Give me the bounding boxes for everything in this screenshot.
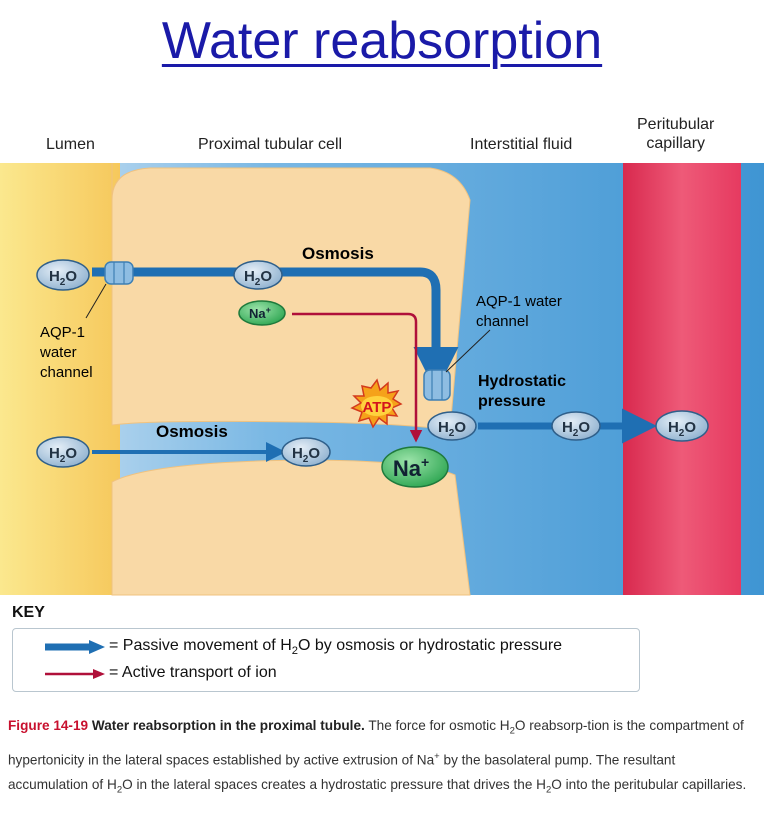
caption-heading: Water reabsorption in the proximal tubul… bbox=[91, 718, 365, 733]
svg-text:Na+: Na+ bbox=[249, 305, 271, 321]
reabsorption-diagram: ATP H2O H2O Na+ H2O H2O H2O bbox=[0, 163, 764, 596]
h2o-molecule-interstitial: H2O bbox=[551, 411, 601, 441]
passive-key-text: = Passive movement of H2O by osmosis or … bbox=[109, 637, 563, 658]
svg-text:H2O: H2O bbox=[292, 445, 320, 465]
aqp-left-leader bbox=[85, 283, 107, 319]
aqp-left-label-line3: channel bbox=[40, 364, 93, 381]
active-key-text: = Active transport of ion bbox=[109, 664, 277, 681]
svg-text:H2O: H2O bbox=[49, 445, 77, 465]
column-header-lumen: Lumen bbox=[46, 136, 95, 153]
figure-caption: Figure 14-19 Water reabsorption in the p… bbox=[8, 718, 747, 796]
aqp-right-label-line1: AQP-1 water bbox=[476, 293, 562, 310]
atp-icon: ATP bbox=[350, 378, 403, 429]
h2o-molecule-lumen-bottom: H2O bbox=[36, 436, 90, 468]
osmosis-top-label: Osmosis bbox=[302, 244, 374, 263]
key-box: = Passive movement of H2O by osmosis or … bbox=[12, 628, 640, 692]
svg-text:H2O: H2O bbox=[668, 419, 696, 439]
column-header-interstitial: Interstitial fluid bbox=[470, 136, 573, 153]
active-arrow-key-icon bbox=[45, 669, 105, 679]
h2o-molecule-cell-top: H2O bbox=[233, 260, 283, 290]
h2o-molecule-cell-bottom: H2O bbox=[281, 437, 331, 467]
hydrostatic-label-line1: Hydrostatic bbox=[478, 373, 566, 390]
column-header-cell: Proximal tubular cell bbox=[198, 136, 343, 153]
lumen-region bbox=[0, 163, 120, 595]
h2o-molecule-lateral-space: H2O bbox=[427, 411, 477, 441]
h2o-molecule-capillary: H2O bbox=[655, 410, 709, 442]
aqp1-channel-basolateral-icon bbox=[423, 369, 451, 401]
aqp-right-leader bbox=[445, 329, 491, 373]
svg-text:H2O: H2O bbox=[438, 419, 466, 439]
aqp-right-label-line2: channel bbox=[476, 313, 529, 330]
capillary-region bbox=[623, 163, 741, 595]
passive-arrow-key-icon bbox=[45, 640, 105, 654]
osmosis-top-arrow bbox=[92, 267, 459, 392]
svg-text:H2O: H2O bbox=[49, 268, 77, 288]
aqp1-channel-apical-icon bbox=[104, 261, 134, 285]
capillary-header-line2: capillary bbox=[646, 135, 706, 152]
osmosis-bottom-label: Osmosis bbox=[156, 422, 228, 441]
hydrostatic-label-line2: pressure bbox=[478, 393, 546, 410]
aqp-left-label-line1: AQP-1 bbox=[40, 324, 85, 341]
aqp-left-label-line2: water bbox=[39, 344, 77, 361]
svg-text:Na+: Na+ bbox=[393, 454, 429, 481]
key-title: KEY bbox=[12, 604, 45, 621]
svg-text:H2O: H2O bbox=[562, 419, 590, 439]
figure-number: Figure 14-19 bbox=[8, 718, 89, 733]
column-header-capillary: Peritubular capillary bbox=[637, 115, 714, 153]
page-title: Water reabsorption bbox=[161, 12, 603, 70]
na-ion-cell: Na+ bbox=[238, 300, 286, 326]
active-transport-arrow bbox=[292, 312, 423, 443]
capillary-header-line1: Peritubular bbox=[637, 116, 715, 133]
svg-text:H2O: H2O bbox=[244, 268, 272, 288]
tubular-cell-upper bbox=[111, 163, 471, 431]
na-ion-interstitial: Na+ bbox=[381, 446, 449, 488]
atp-label: ATP bbox=[363, 399, 392, 416]
h2o-molecule-lumen-top: H2O bbox=[36, 259, 90, 291]
